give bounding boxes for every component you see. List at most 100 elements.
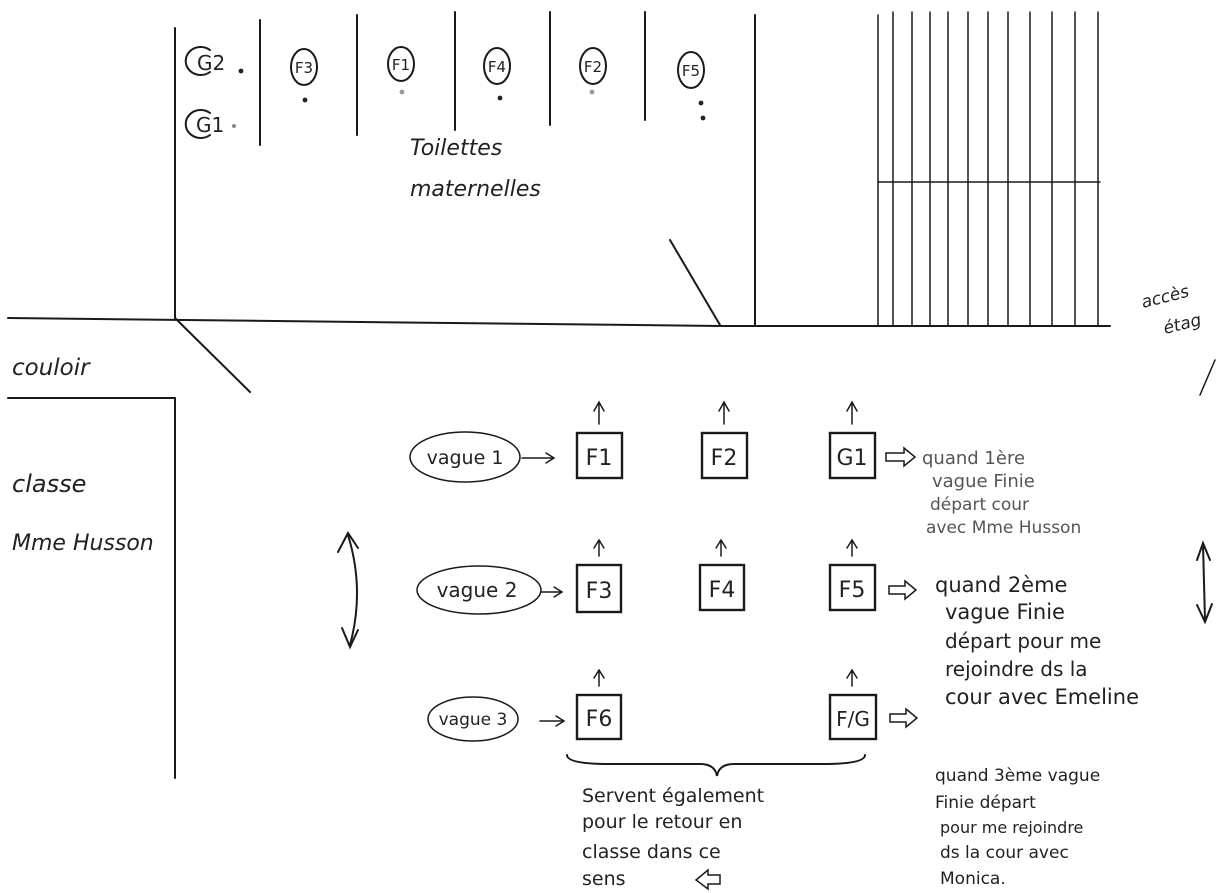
note-1-line: vague Finie (932, 471, 1035, 492)
box-g1 (828, 431, 877, 480)
note-3-line: quand 3ème vague (935, 766, 1100, 786)
stall-dot (700, 115, 706, 121)
box-f5 (828, 563, 877, 612)
hollow-arrow-right-icon (888, 579, 918, 601)
stall-circle (184, 46, 211, 76)
couloir-label: couloir (12, 355, 91, 381)
stall-label-f4: F4 (488, 58, 506, 76)
stall-circle (290, 48, 318, 86)
stall-label-f3: F3 (295, 59, 313, 77)
arrowhead (337, 531, 359, 553)
room-labels: Toilettes maternelles couloir classe Mme… (12, 136, 1204, 556)
hollow-arrow-right-icon (889, 707, 919, 729)
wave-oval (416, 565, 542, 615)
double-arrows (337, 531, 1213, 650)
stall-label-g1: G1 (196, 113, 224, 137)
double-arrow-right (1202, 544, 1206, 621)
stall-circle (387, 46, 415, 82)
stall-circle (184, 109, 211, 139)
stall-dividers (259, 11, 646, 146)
curly-brace (566, 754, 866, 777)
up-arrow-icon (593, 400, 605, 425)
toilet-door-swing (174, 317, 251, 393)
box-f2-label: F2 (711, 446, 738, 471)
note-3-line: pour me rejoindre (940, 818, 1083, 837)
up-arrow-icon (593, 538, 605, 557)
up-arrow-icon (846, 538, 858, 557)
arrowhead (545, 452, 556, 464)
hollow-arrows (885, 446, 919, 729)
note-2-line: départ pour me (945, 629, 1101, 653)
etage-label: étag (1161, 310, 1203, 339)
box-f6 (575, 693, 623, 741)
note-1-line: départ cour (930, 495, 1029, 515)
arrowhead (341, 627, 359, 650)
up-arrow-icon (718, 400, 730, 425)
box-f3-label: F3 (586, 579, 613, 604)
stall-dot (589, 89, 595, 95)
box-fg-label: F/G (836, 707, 870, 731)
corridor-top-wall (7, 317, 721, 327)
stall-dot (302, 97, 308, 103)
note-2-line: quand 2ème (935, 573, 1067, 597)
wave-3-label: vague 3 (439, 710, 508, 730)
note-2-line: vague Finie (945, 600, 1065, 624)
stall-label-f2: F2 (584, 58, 602, 76)
stairs (877, 11, 1101, 327)
wave-1-label: vague 1 (427, 447, 504, 469)
box-f4-label: F4 (709, 578, 736, 603)
box-fg (828, 693, 878, 741)
acces-label: accès (1139, 282, 1191, 313)
note-1-line: quand 1ère (922, 448, 1025, 469)
up-arrow-icon (715, 538, 727, 557)
note-3-line: ds la cour avec (940, 843, 1069, 863)
classe-label: classe (12, 470, 86, 498)
wave-2-label: vague 2 (437, 578, 518, 602)
up-arrows (593, 400, 858, 687)
toilettes-label: Toilettes (410, 136, 502, 161)
wave-notes: quand 1ère vague Finie départ cour avec … (922, 448, 1139, 889)
teacher-label: Mme Husson (12, 531, 154, 556)
up-arrow-icon (846, 400, 858, 425)
box-f2 (700, 431, 749, 480)
box-f3 (575, 563, 623, 614)
stall-circle (483, 47, 511, 85)
stall-circle (579, 47, 607, 85)
return-note: Servent également pour le retour en clas… (566, 754, 866, 891)
note-1-line: avec Mme Husson (926, 518, 1081, 538)
arrowhead (1196, 540, 1211, 561)
stall-labels: G2 G1 F3 F1 F4 F2 F5 (184, 46, 706, 139)
stall-dot (399, 89, 405, 95)
return-note-line: Servent également (582, 785, 764, 807)
box-g1-label: G1 (836, 446, 867, 471)
stall-dot (232, 124, 236, 128)
up-arrow-icon (846, 668, 858, 687)
up-arrow-icon (593, 668, 605, 687)
note-3-line: Monica. (940, 869, 1006, 889)
box-f6-label: F6 (586, 707, 613, 732)
wave-oval (409, 431, 521, 483)
stall-dot (497, 95, 503, 101)
box-f4 (698, 563, 746, 612)
box-f1-label: F1 (586, 446, 613, 471)
box-f1 (575, 431, 624, 480)
stall-label-f1: F1 (392, 56, 410, 74)
stall-label-g2: G2 (197, 51, 225, 75)
stall-dot (238, 68, 244, 74)
note-2-line: rejoindre ds la (945, 657, 1088, 681)
note-2-line: cour avec Emeline (945, 685, 1139, 709)
hollow-arrow-left-icon (694, 868, 721, 891)
hollow-arrow-right-icon (885, 446, 917, 468)
double-arrow (347, 534, 359, 646)
return-note-line: classe dans ce (582, 841, 721, 863)
wave-labels: vague 1 vague 2 vague 3 (409, 431, 566, 742)
wave-oval (427, 696, 519, 742)
return-note-line: sens (582, 868, 626, 890)
arrowhead (555, 715, 566, 727)
toilettes-label-2: maternelles (410, 177, 541, 202)
walls (7, 14, 1216, 779)
arrowhead (553, 586, 564, 598)
stall-circle (677, 51, 705, 89)
stall-label-f5: F5 (682, 62, 700, 80)
